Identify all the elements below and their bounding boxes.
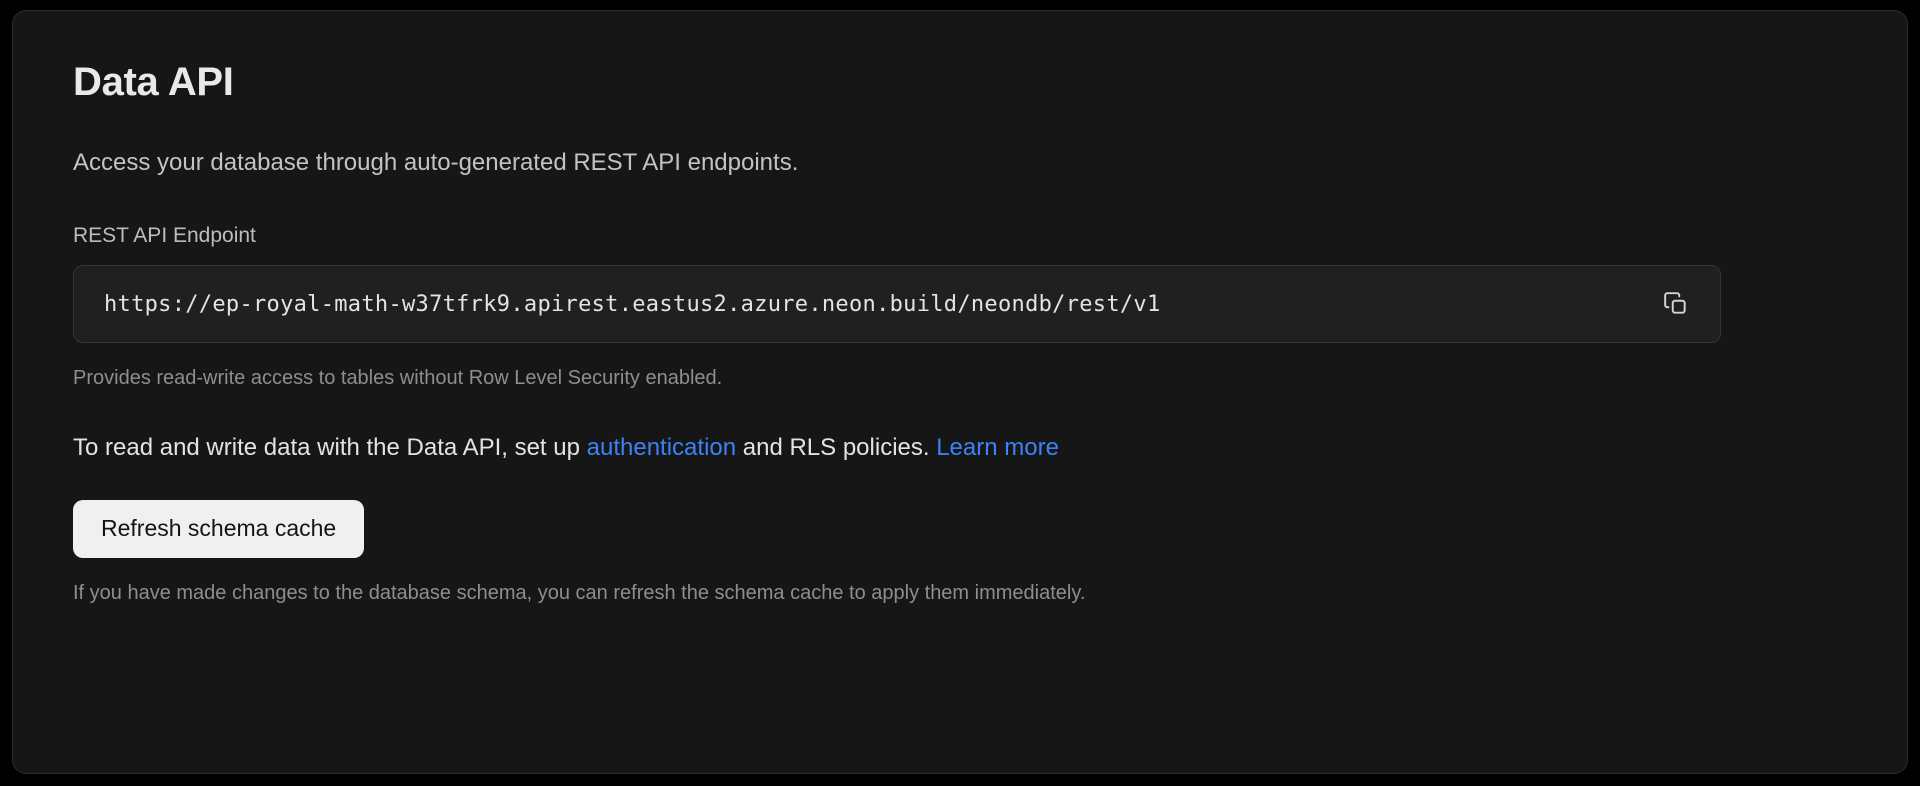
- rls-policy-note: To read and write data with the Data API…: [73, 432, 1847, 463]
- rest-api-endpoint-value[interactable]: https://ep-royal-math-w37tfrk9.apirest.e…: [104, 291, 1161, 317]
- data-api-card: Data API Access your database through au…: [12, 10, 1908, 774]
- refresh-schema-cache-button[interactable]: Refresh schema cache: [73, 499, 365, 558]
- page-title: Data API: [73, 60, 234, 104]
- rest-api-endpoint-hint: Provides read-write access to tables wit…: [73, 367, 723, 390]
- copy-icon: [1663, 291, 1689, 317]
- copy-endpoint-button[interactable]: [1654, 282, 1698, 326]
- rls-note-text-between: and RLS policies.: [736, 434, 937, 462]
- learn-more-link[interactable]: Learn more: [936, 434, 1059, 462]
- refresh-schema-cache-footnote: If you have made changes to the database…: [73, 581, 1086, 604]
- rest-api-endpoint-label: REST API Endpoint: [73, 224, 256, 248]
- rls-note-text-before: To read and write data with the Data API…: [73, 434, 587, 462]
- authentication-link[interactable]: authentication: [586, 434, 737, 462]
- card-description: Access your database through auto-genera…: [73, 149, 799, 176]
- rest-api-endpoint-field[interactable]: https://ep-royal-math-w37tfrk9.apirest.e…: [73, 265, 1721, 344]
